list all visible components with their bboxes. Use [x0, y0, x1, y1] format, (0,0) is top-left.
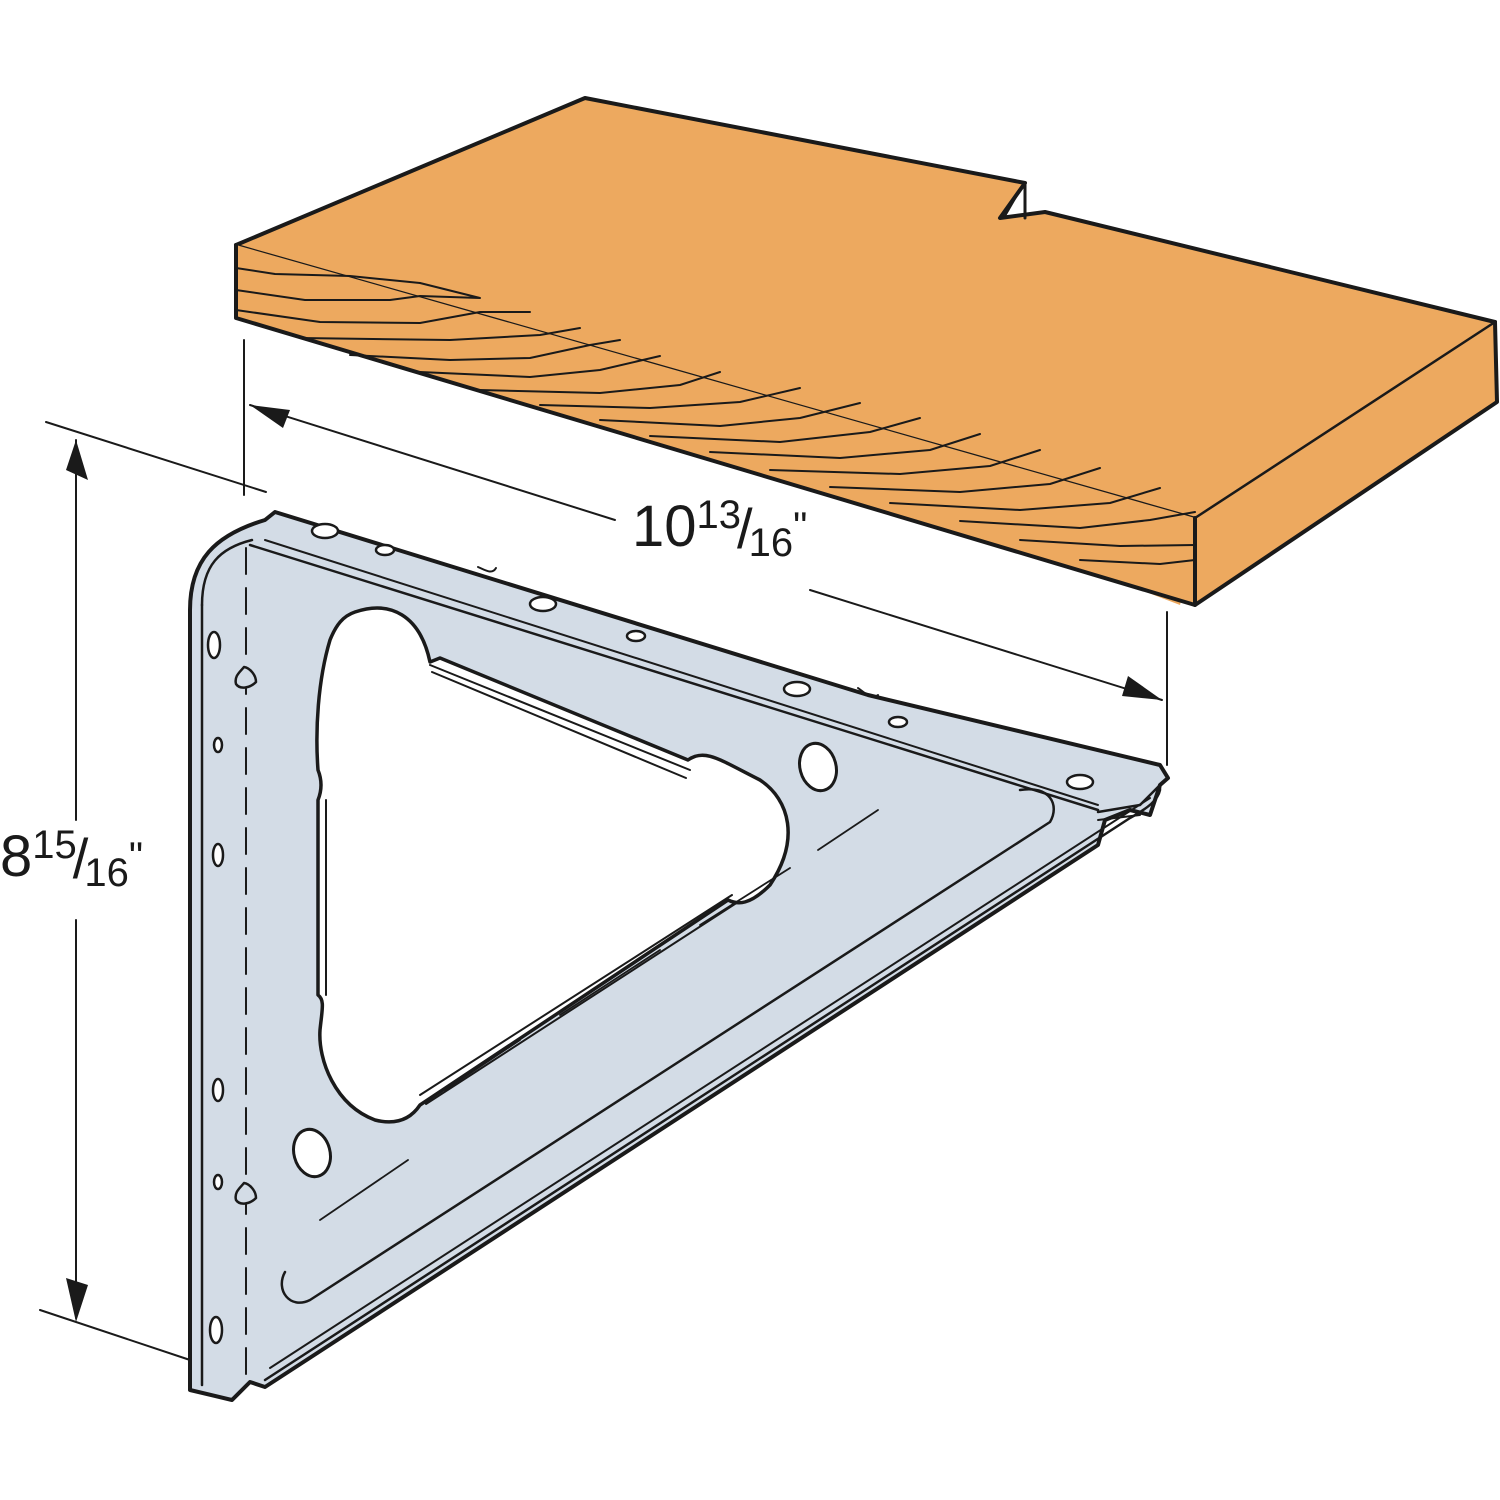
width-whole: 10 — [632, 494, 697, 559]
triangle-punch-top-icon — [234, 665, 258, 689]
width-denominator: 16 — [748, 521, 794, 565]
arrow-down-icon — [66, 1278, 88, 1322]
triangle-punch-bottom-icon — [234, 1181, 258, 1205]
dimension-arrowheads — [66, 405, 1162, 1322]
steel-bracket — [188, 510, 1170, 1402]
width-numerator: 13 — [696, 493, 742, 537]
height-whole: 8 — [0, 824, 33, 889]
width-dimension-label: 1013/16" — [632, 495, 808, 563]
arrow-left-icon — [250, 405, 290, 428]
height-numerator: 15 — [32, 823, 77, 867]
fraction-slash: / — [72, 827, 89, 890]
height-dimension-label: 815/16" — [0, 825, 144, 893]
height-denominator: 16 — [84, 851, 129, 895]
fraction-slash: / — [737, 497, 753, 560]
inch-mark: " — [793, 505, 808, 549]
flange-holes — [310, 522, 1095, 791]
arrow-right-icon — [1122, 676, 1162, 700]
dimension-lines — [39, 339, 1168, 1361]
inch-mark: " — [128, 835, 144, 879]
leg-holes — [206, 630, 225, 1345]
arrow-up-icon — [66, 440, 88, 480]
wood-board — [234, 96, 1499, 607]
large-holes — [292, 741, 838, 1179]
